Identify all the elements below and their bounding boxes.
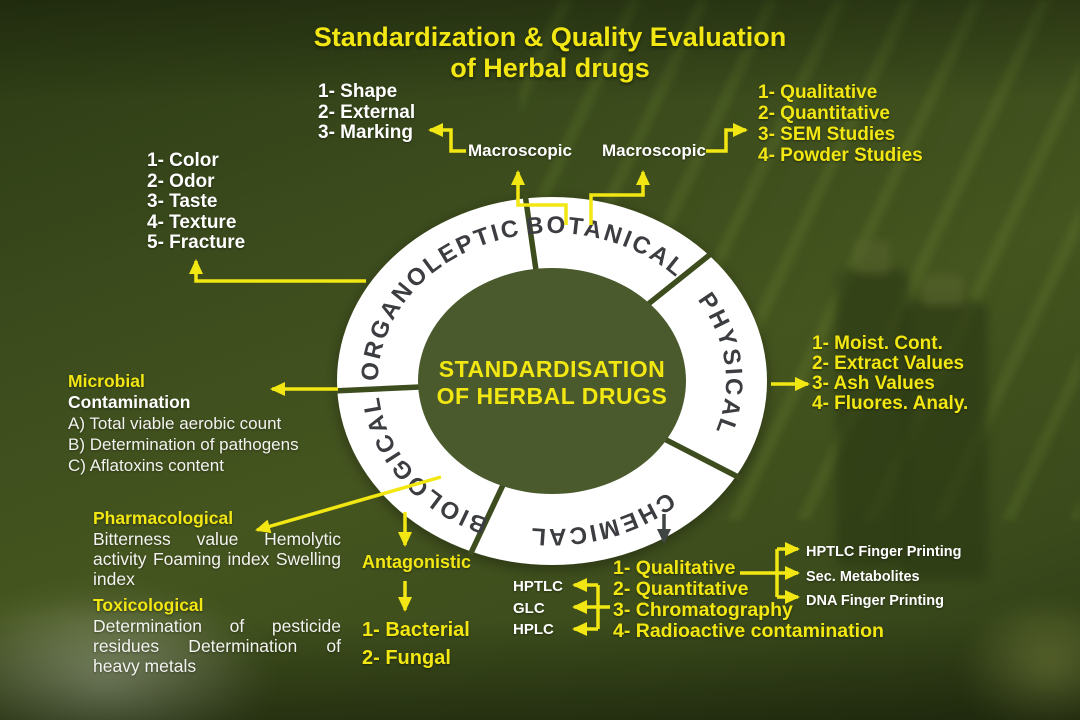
- fingerprint-list: HPTLC Finger Printing Sec. Metabolites D…: [806, 540, 961, 614]
- list-item: 4- Radioactive contamination: [613, 620, 884, 642]
- list-item: 3- Taste: [147, 191, 218, 212]
- pharmacological-block: Pharmacological Bitterness value Hemolyt…: [93, 508, 341, 676]
- chromatography-methods: HPTLC GLC HPLC: [513, 576, 563, 641]
- list-item: 3- Marking: [318, 122, 414, 143]
- list-item: 3- Chromatography: [613, 599, 793, 621]
- botanical-list: 1- Qualitative 2- Quantitative 3- SEM St…: [758, 82, 923, 166]
- microbial-title-line1: Microbial: [68, 371, 145, 391]
- arrow-to-organoleptic-list: [189, 259, 366, 283]
- list-item: GLC: [513, 599, 545, 617]
- hub-title-line1: STANDARDISATION: [439, 356, 665, 382]
- arrow-to-macroscopic-right: [589, 170, 650, 225]
- arrow-to-macroscopic-left: [511, 170, 568, 225]
- page-title-line1: Standardization & Quality Evaluation: [313, 22, 787, 52]
- list-item: 1- Qualitative: [613, 557, 736, 579]
- list-item: 4- Powder Studies: [758, 145, 923, 166]
- microbial-item: C) Aflatoxins content: [68, 456, 224, 475]
- organoleptic-list: 1- Color 2- Odor 3- Taste 4- Texture 5- …: [147, 150, 246, 254]
- list-item: 4- Texture: [147, 211, 237, 233]
- bracket-chromatography: [596, 585, 610, 629]
- page-title: Standardization & Quality Evaluation of …: [240, 22, 860, 84]
- hub-title-line2: OF HERBAL DRUGS: [437, 383, 668, 409]
- macroscopic-right-label: Macroscopic: [602, 141, 706, 160]
- list-item: 1- Moist. Cont.: [812, 333, 943, 354]
- marking-list: 1- Shape 2- External 3- Marking: [318, 81, 416, 144]
- microbial-item: B) Determination of pathogens: [68, 435, 299, 454]
- list-item: 2- Extract Values: [812, 353, 965, 374]
- list-item: 2- Odor: [147, 170, 215, 192]
- list-item: 3- Ash Values: [812, 373, 935, 394]
- background-bottle-cap: [854, 240, 890, 274]
- list-item: 4- Fluores. Analy.: [812, 393, 969, 414]
- pharmacological-body: Bitterness value Hemolytic activity Foam…: [93, 529, 341, 589]
- microbial-item: A) Total viable aerobic count: [68, 414, 282, 433]
- list-item: 5- Fracture: [147, 232, 246, 253]
- list-item: Sec. Metabolites: [806, 568, 920, 585]
- antagonistic-title: Antagonistic: [362, 552, 472, 572]
- chemical-list: 1- Qualitative 2- Quantitative 3- Chroma…: [613, 558, 884, 642]
- list-item: HPTLC Finger Printing: [806, 544, 962, 560]
- list-item: 1- Qualitative: [758, 82, 878, 103]
- arrow-to-botanical-list: [706, 123, 748, 153]
- list-item: 1- Color: [147, 150, 219, 171]
- toxicological-body: Determination of pesticide residues Dete…: [93, 616, 341, 676]
- toxicological-title: Toxicological: [93, 595, 204, 615]
- list-item: DNA Finger Printing: [806, 593, 945, 610]
- list-item: 2- Quantitative: [758, 103, 890, 124]
- arrow-to-marking-list: [428, 123, 466, 153]
- list-item: 2- Quantitative: [613, 578, 749, 600]
- pharmacological-title: Pharmacological: [93, 508, 234, 528]
- list-item: 1- Shape: [318, 81, 398, 102]
- list-item: 1- Bacterial: [362, 619, 470, 641]
- antagonistic-list: 1- Bacterial 2- Fungal: [362, 616, 470, 672]
- macroscopic-left-label: Macroscopic: [468, 141, 572, 160]
- microbial-title-line2: Contamination: [68, 392, 191, 412]
- background-bottle: [836, 268, 910, 568]
- background-bottle: [902, 300, 988, 580]
- list-item: 2- Fungal: [362, 647, 451, 669]
- physical-list: 1- Moist. Cont. 2- Extract Values 3- Ash…: [812, 334, 968, 414]
- list-item: 3- SEM Studies: [758, 124, 896, 145]
- page-title-line2: of Herbal drugs: [450, 53, 650, 83]
- list-item: HPTLC: [513, 578, 563, 595]
- list-item: 2- External: [318, 101, 416, 123]
- background-bottle-cap: [922, 274, 964, 306]
- microbial-block: Microbial Contamination A) Total viable …: [68, 371, 346, 476]
- wheel-hub: [418, 268, 686, 494]
- arrow-to-pharmacological: [255, 475, 442, 534]
- list-item: HPLC: [513, 621, 554, 639]
